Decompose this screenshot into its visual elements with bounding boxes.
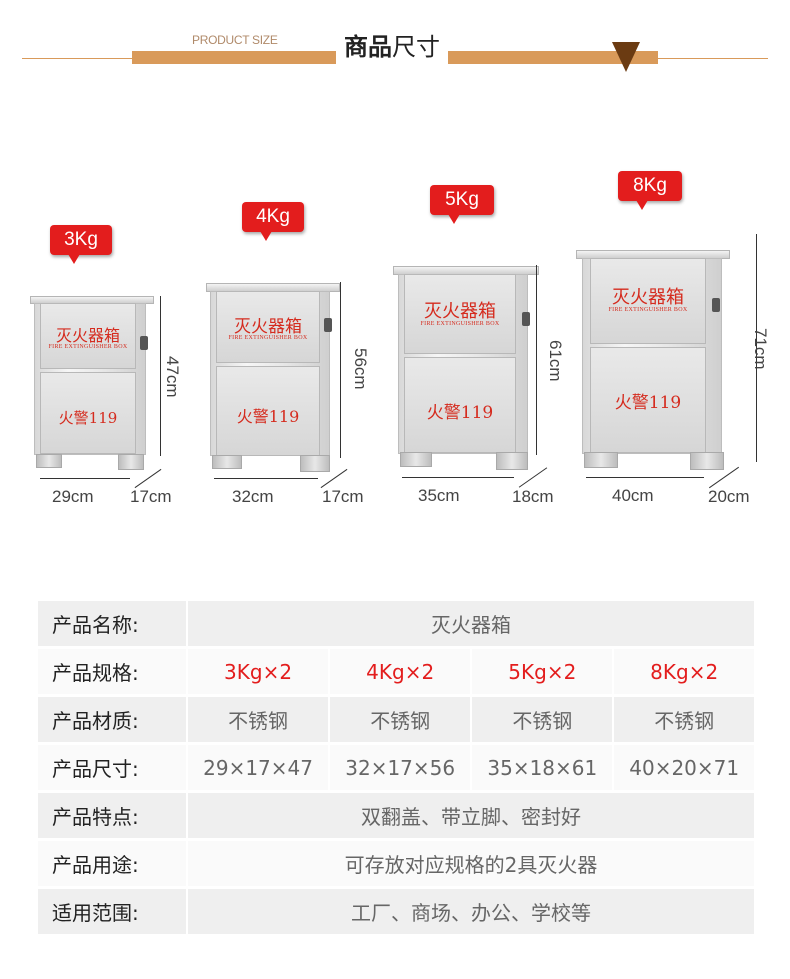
material-cell: 不锈钢 <box>330 697 473 742</box>
height-label: 71cm <box>751 328 770 370</box>
latch-icon <box>712 298 720 312</box>
size-cell: 40×20×71 <box>614 745 754 790</box>
panel-title: 灭火器箱 <box>424 301 496 322</box>
panel-alarm: 火警119 <box>614 393 682 413</box>
panel-alarm: 火警119 <box>58 409 118 427</box>
width-label: 40cm <box>612 486 654 505</box>
weight-tag: 4Kg <box>242 202 304 241</box>
panel-title: 灭火器箱 <box>612 287 684 308</box>
depth-label: 17cm <box>322 487 364 506</box>
height-label: 61cm <box>546 340 565 382</box>
product-name-value: 灭火器箱 <box>188 601 754 646</box>
spec-cell: 5Kg×2 <box>472 649 615 694</box>
latch-icon <box>140 336 148 350</box>
depth-line <box>518 467 548 488</box>
panel-subtitle: FIRE EXTINGUISHER BOX <box>420 321 500 327</box>
panel-alarm: 火警119 <box>426 403 494 423</box>
cabinet-leg <box>400 452 432 467</box>
material-cell: 不锈钢 <box>188 697 331 742</box>
upper-door: 灭火器箱 FIRE EXTINGUISHER BOX <box>216 291 320 363</box>
header-title-bold: 商品 <box>344 33 392 61</box>
height-line <box>160 296 161 456</box>
size-cell: 32×17×56 <box>330 745 473 790</box>
cabinet-leg <box>118 454 144 470</box>
table-row: 产品名称: 灭火器箱 <box>38 601 754 646</box>
row-label: 产品规格: <box>38 649 188 694</box>
cabinet-leg <box>300 455 330 472</box>
lower-door: 火警119 <box>40 372 136 454</box>
table-row: 适用范围: 工厂、商场、办公、学校等 <box>38 889 754 934</box>
cabinet-leg <box>496 452 528 470</box>
table-row: 产品尺寸: 29×17×47 32×17×56 35×18×61 40×20×7… <box>38 745 754 790</box>
row-label: 适用范围: <box>38 889 188 934</box>
row-label: 产品材质: <box>38 697 188 742</box>
weight-tag: 5Kg <box>430 185 494 224</box>
cabinet-leg <box>212 455 242 469</box>
upper-door: 灭火器箱 FIRE EXTINGUISHER BOX <box>590 258 706 344</box>
material-cell: 不锈钢 <box>472 697 615 742</box>
row-label: 产品用途: <box>38 841 188 886</box>
weight-tag: 8Kg <box>618 171 682 210</box>
feature-value: 双翻盖、带立脚、密封好 <box>188 793 754 838</box>
height-label: 47cm <box>163 356 182 398</box>
table-row: 产品材质: 不锈钢 不锈钢 不锈钢 不锈钢 <box>38 697 754 742</box>
upper-door: 灭火器箱 FIRE EXTINGUISHER BOX <box>40 303 136 369</box>
cabinet-leg <box>690 452 724 470</box>
header-english-title: PRODUCT SIZE <box>192 33 278 47</box>
row-label: 产品特点: <box>38 793 188 838</box>
lower-door: 火警119 <box>216 366 320 456</box>
lower-door: 火警119 <box>590 347 706 453</box>
row-label: 产品名称: <box>38 601 188 646</box>
row-label: 产品尺寸: <box>38 745 188 790</box>
panel-title: 灭火器箱 <box>55 326 120 345</box>
spec-cell: 3Kg×2 <box>188 649 331 694</box>
header-title: 商品尺寸 <box>336 30 448 64</box>
weight-tag: 3Kg <box>50 225 112 264</box>
depth-label: 20cm <box>708 487 750 506</box>
spec-cell: 4Kg×2 <box>330 649 473 694</box>
latch-icon <box>522 312 530 326</box>
panel-subtitle: FIRE EXTINGUISHER BOX <box>608 307 688 313</box>
size-cell: 35×18×61 <box>472 745 615 790</box>
table-row: 产品规格: 3Kg×2 4Kg×2 5Kg×2 8Kg×2 <box>38 649 754 694</box>
width-line <box>402 477 514 478</box>
width-label: 35cm <box>418 486 460 505</box>
panel-subtitle: FIRE EXTINGUISHER BOX <box>48 344 128 350</box>
lower-door: 火警119 <box>404 357 516 453</box>
latch-icon <box>324 318 332 332</box>
table-row: 产品特点: 双翻盖、带立脚、密封好 <box>38 793 754 838</box>
cabinet-leg <box>36 454 62 468</box>
panel-subtitle: FIRE EXTINGUISHER BOX <box>228 335 308 341</box>
height-label: 56cm <box>351 348 370 390</box>
height-line <box>756 234 757 462</box>
panel-title: 灭火器箱 <box>234 317 302 337</box>
depth-line <box>134 468 162 489</box>
size-cell: 29×17×47 <box>188 745 331 790</box>
header-title-rest: 尺寸 <box>392 33 440 61</box>
scope-value: 工厂、商场、办公、学校等 <box>188 889 754 934</box>
table-row: 产品用途: 可存放对应规格的2具灭火器 <box>38 841 754 886</box>
use-value: 可存放对应规格的2具灭火器 <box>188 841 754 886</box>
height-line <box>536 265 537 455</box>
panel-alarm: 火警119 <box>236 407 300 426</box>
depth-label: 18cm <box>512 487 554 506</box>
spec-cell: 8Kg×2 <box>614 649 754 694</box>
material-cell: 不锈钢 <box>614 697 754 742</box>
width-line <box>214 478 318 479</box>
upper-door: 灭火器箱 FIRE EXTINGUISHER BOX <box>404 274 516 354</box>
depth-label: 17cm <box>130 487 172 506</box>
width-line <box>586 477 704 478</box>
width-line <box>40 478 130 479</box>
width-label: 32cm <box>232 487 274 506</box>
header-triangle-icon <box>612 42 640 72</box>
cabinet-leg <box>584 452 618 468</box>
spec-table: 产品名称: 灭火器箱 产品规格: 3Kg×2 4Kg×2 5Kg×2 8Kg×2… <box>38 598 754 937</box>
width-label: 29cm <box>52 487 94 506</box>
height-line <box>340 282 341 458</box>
